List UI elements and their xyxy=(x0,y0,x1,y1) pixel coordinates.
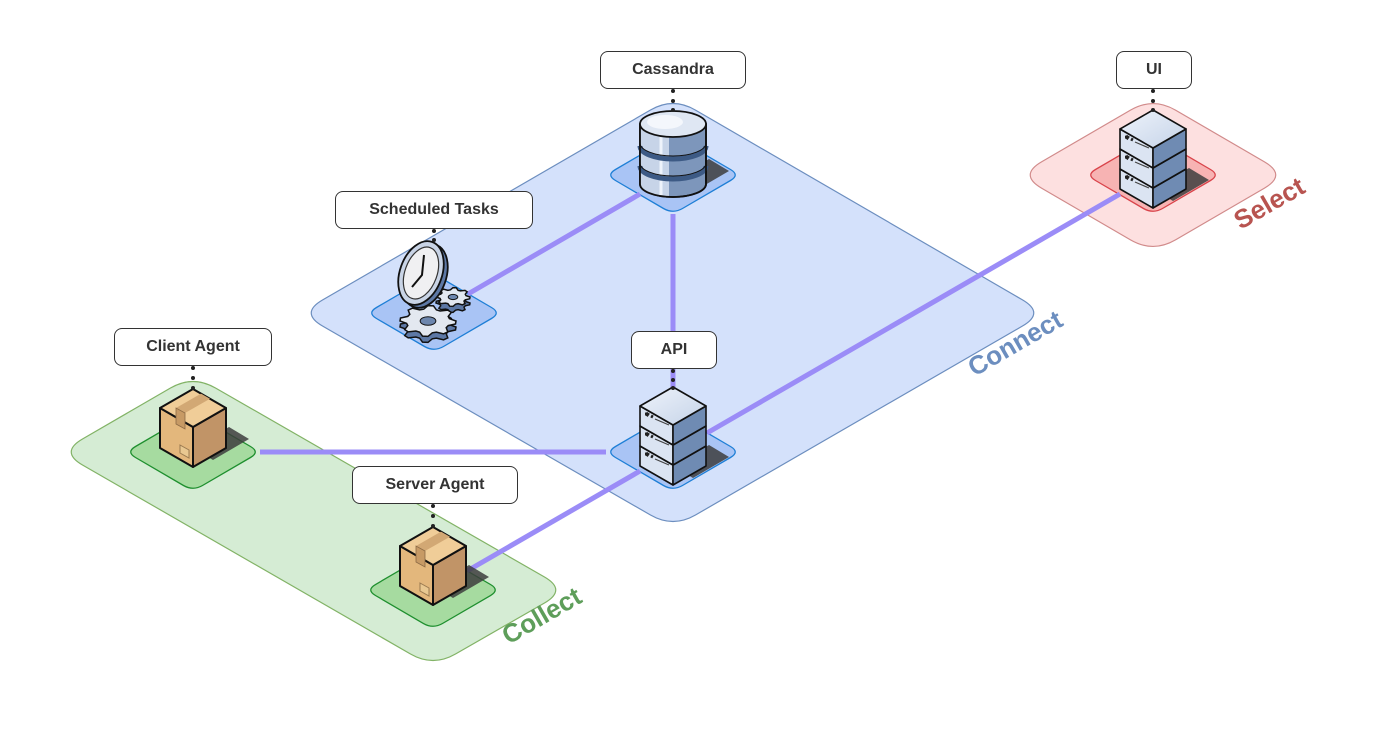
connector-dot xyxy=(671,108,675,112)
clock-gears-icon[interactable] xyxy=(390,235,471,344)
connector-dot xyxy=(1151,108,1155,112)
package-icon[interactable] xyxy=(399,526,489,606)
connector-dot xyxy=(431,524,435,528)
connector-dot xyxy=(671,369,675,373)
package-icon[interactable] xyxy=(159,388,249,468)
connector-dot xyxy=(432,229,436,233)
server-icon[interactable] xyxy=(639,386,729,486)
connector-dot xyxy=(191,366,195,370)
node-label-cassandra[interactable]: Cassandra xyxy=(600,51,746,89)
edge-api-to-ui[interactable] xyxy=(705,191,1122,436)
connector-dot xyxy=(671,99,675,103)
connector-dot xyxy=(1151,89,1155,93)
node-label-api[interactable]: API xyxy=(631,331,717,369)
connector-dot xyxy=(671,378,675,382)
connector-dot xyxy=(191,386,195,390)
database-icon[interactable] xyxy=(637,110,729,198)
zone-collect xyxy=(70,380,557,662)
connector-dot xyxy=(671,386,675,390)
connector-dot xyxy=(671,89,675,93)
node-label-ui[interactable]: UI xyxy=(1116,51,1192,89)
connector-dot xyxy=(191,376,195,380)
server-icon[interactable] xyxy=(1119,109,1209,209)
connector-dot xyxy=(431,514,435,518)
edge-scheduled-tasks-to-cassandra[interactable] xyxy=(466,191,642,297)
node-label-scheduled-tasks[interactable]: Scheduled Tasks xyxy=(335,191,533,229)
edge-server-agent-to-api[interactable] xyxy=(465,468,642,574)
node-label-client-agent[interactable]: Client Agent xyxy=(114,328,272,366)
node-label-server-agent[interactable]: Server Agent xyxy=(352,466,518,504)
connector-dot xyxy=(432,238,436,242)
connector-dot xyxy=(431,504,435,508)
connector-dot xyxy=(1151,99,1155,103)
